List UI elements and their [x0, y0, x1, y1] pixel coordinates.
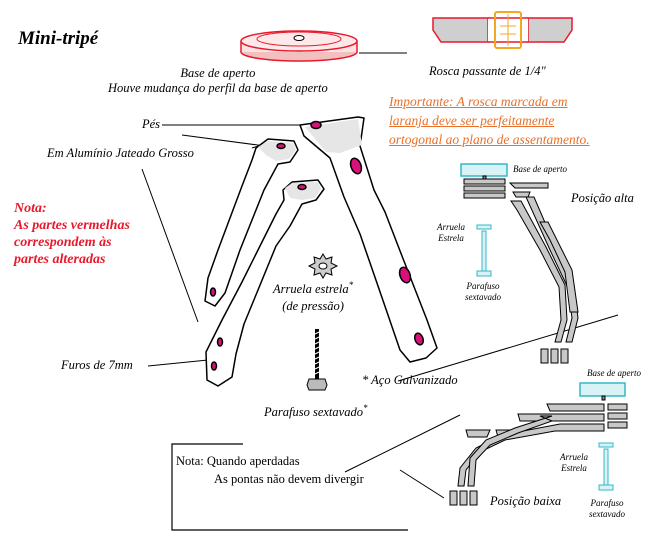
low-star-washer-label-line-1: Arruela [560, 452, 588, 462]
thread-label: Rosca passante de 1/4" [429, 64, 546, 78]
position-high-drawing [460, 163, 579, 364]
low-hex-bolt-label-line-1: Parafuso [590, 498, 624, 508]
low-hex-bolt-label: Parafuso sextavado [589, 498, 625, 520]
star-washer-drawing [307, 253, 339, 279]
high-star-washer-label-line-1: Arruela [437, 222, 465, 232]
diagram-title: Mini-tripé [18, 28, 99, 49]
holes-label: Furos de 7mm [61, 358, 133, 372]
red-parts-note-line-1: Nota: [14, 201, 47, 216]
high-star-washer-label: Arruela Estrela [437, 222, 465, 244]
important-note: Importante: A rosca marcada em laranja d… [389, 92, 590, 149]
legs-label: Pés [142, 117, 161, 131]
clamp-base-drawing [240, 30, 358, 62]
hex-bolt-drawing [306, 329, 328, 391]
tripod-legs-drawing [204, 116, 438, 387]
clamp-base-change-note: Houve mudança do perfil da base de apert… [108, 81, 328, 95]
star-washer-asterisk: * [348, 280, 354, 290]
red-parts-note: Nota: As partes vermelhas correspondem à… [14, 200, 130, 268]
red-parts-note-line-2: As partes vermelhas [14, 218, 130, 233]
red-parts-note-line-3: correspondem às [14, 235, 112, 250]
star-washer-label-text: Arruela estrela [273, 282, 349, 297]
hex-bolt-label: Parafuso sextavado* [264, 403, 367, 420]
important-note-line-2: laranja deve ser perfeitamente [389, 113, 555, 128]
low-star-washer-label-line-2: Estrela [561, 463, 587, 473]
high-hex-bolt-label-line-2: sextavado [465, 292, 501, 302]
low-clamp-base-label: Base de aperto [587, 368, 641, 378]
note-box-bracket [171, 443, 408, 531]
star-washer-label: Arruela estrela* (de pressão) [273, 277, 353, 315]
star-washer-subtitle: (de pressão) [282, 299, 344, 314]
low-hex-bolt-label-line-2: sextavado [589, 509, 625, 519]
low-star-washer-label: Arruela Estrela [560, 452, 588, 474]
thread-section-drawing [432, 11, 573, 49]
hex-bolt-asterisk: * [362, 403, 368, 413]
important-note-line-3: ortogonal ao plano de assentamento. [389, 132, 590, 147]
high-star-washer-label-line-2: Estrela [438, 233, 464, 243]
high-position-title: Posição alta [571, 191, 634, 205]
tightening-note-line-2: As pontas não devem divergir [214, 472, 364, 486]
clamp-base-label-text: Base de aperto [180, 66, 256, 80]
red-parts-note-line-4: partes alteradas [14, 252, 106, 267]
hex-bolt-label-text: Parafuso sextavado [264, 405, 363, 420]
high-clamp-base-label: Base de aperto [513, 164, 567, 174]
important-note-line-1: Importante: A rosca marcada em [389, 94, 568, 109]
clamp-base-label: Base de aperto Houve mudança do perfil d… [108, 66, 328, 96]
leader-lines [141, 124, 619, 499]
high-hex-bolt-label-line-1: Parafuso [466, 281, 500, 291]
tightening-note: Nota: Quando aperdadas As pontas não dev… [176, 452, 364, 488]
tightening-note-line-1: Nota: Quando aperdadas [176, 454, 300, 468]
high-hex-bolt-label: Parafuso sextavado [465, 281, 501, 303]
low-position-title: Posição baixa [490, 494, 562, 508]
galvanized-steel-note: * Aço Galvanizado [362, 373, 458, 387]
legs-material-label: Em Alumínio Jateado Grosso [47, 146, 194, 160]
position-low-drawing [449, 382, 628, 506]
